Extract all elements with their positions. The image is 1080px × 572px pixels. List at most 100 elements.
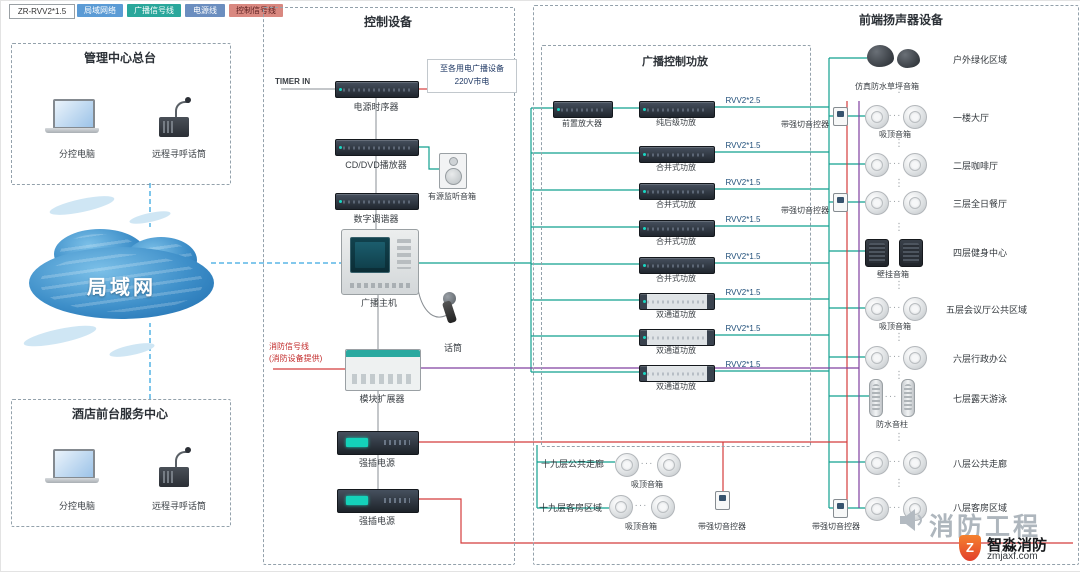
more-speakers-dots: ··· — [888, 158, 902, 169]
wall-speaker-icon — [865, 239, 889, 267]
broadcast-host-label: 广播主机 — [360, 298, 397, 308]
logo-name: 智淼消防 — [987, 537, 1048, 554]
ceiling-speaker-icon — [903, 297, 927, 321]
amp-cable-label: RVV2*1.5 — [725, 215, 761, 224]
fire-signal-line1: 消防信号线 — [269, 342, 309, 351]
broadcast-host-device — [341, 229, 419, 295]
more-speakers-dots: ··· — [888, 196, 902, 207]
more-speakers-dots: ··· — [888, 302, 902, 313]
amp-cable-label: RVV2*1.5 — [725, 324, 761, 333]
amp-device — [639, 146, 715, 163]
more-speakers-dots: ··· — [888, 351, 902, 362]
more-speakers-dots: ··· — [634, 500, 648, 511]
controller-label: 带强切音控器 — [812, 522, 860, 531]
amp-label: 双通道功放 — [656, 382, 696, 391]
power-sequencer-label: 电源时序器 — [353, 102, 399, 112]
amp-device — [639, 293, 715, 310]
ceiling-speaker-icon — [903, 346, 927, 370]
more-dots: ⋮ — [894, 478, 904, 489]
lawn-speaker-label: 仿真防水草坪音箱 — [855, 82, 919, 91]
lan-cloud: 局域网 — [29, 229, 214, 321]
more-dots: ⋮ — [894, 138, 904, 149]
legend-broadcast-line: 广播信号线 — [127, 4, 181, 17]
floor19-rooms-controller-label: 带强切音控器 — [698, 522, 746, 531]
hotel-computer-icon — [45, 449, 99, 483]
module-expander-device — [345, 349, 421, 391]
ceiling-speaker-icon — [865, 153, 889, 177]
monitor-speaker-label: 有源监听音箱 — [428, 192, 476, 201]
legend-power-line: 电源线 — [185, 4, 225, 17]
floor19-rooms-speaker-label: 吸顶音箱 — [625, 522, 657, 531]
priority-power-device-2 — [337, 489, 419, 513]
priority-power-device-1 — [337, 431, 419, 455]
mains-note-line1: 至各用电广播设备 — [440, 64, 504, 73]
volume-controller-icon — [833, 107, 848, 126]
amp-label: 双通道功放 — [656, 346, 696, 355]
column-speaker-icon — [869, 379, 883, 417]
amp-label: 合并式功放 — [656, 237, 696, 246]
amp-device — [639, 220, 715, 237]
amp-label: 合并式功放 — [656, 200, 696, 209]
lan-cloud-label: 局域网 — [87, 277, 156, 299]
mains-note: 至各用电广播设备 220V市电 — [427, 59, 517, 93]
location-label: 二层咖啡厅 — [953, 161, 999, 171]
ceiling-speaker-icon — [903, 105, 927, 129]
digital-tuner-device — [335, 193, 419, 210]
cd-dvd-player-device — [335, 139, 419, 156]
amp-label: 合并式功放 — [656, 163, 696, 172]
speaker-label: 吸顶音箱 — [879, 322, 911, 331]
more-dots: ⋮ — [894, 178, 904, 189]
more-dots: ⋮ — [894, 280, 904, 291]
management-mic-label: 远程寻呼话筒 — [151, 149, 206, 159]
volume-controller-icon — [833, 499, 848, 518]
lawn-speaker-icon — [867, 45, 894, 67]
control-equipment-title: 控制设备 — [363, 15, 412, 29]
amp-cable-label: RVV2*2.5 — [725, 96, 761, 105]
amp-device — [639, 183, 715, 200]
amp-label: 纯后级功放 — [656, 118, 696, 127]
hotel-frontdesk-box — [11, 399, 231, 527]
lawn-speaker-icon — [897, 49, 920, 68]
priority-power-label-1: 强插电源 — [358, 458, 395, 468]
amplifier-box — [541, 45, 811, 447]
ceiling-speaker-icon — [865, 497, 889, 521]
amp-cable-label: RVV2*1.5 — [725, 360, 761, 369]
preamplifier-device — [553, 101, 613, 118]
speaker-label: 防水音柱 — [876, 420, 908, 429]
preamplifier-label: 前置放大器 — [562, 119, 602, 128]
management-center-box — [11, 43, 231, 185]
logo-shield-icon: Z — [959, 535, 981, 561]
watermark-text: 消防工程 — [929, 513, 1042, 541]
location-label: 五层会议厅公共区域 — [946, 305, 1028, 315]
fire-signal-note: 消防信号线 (消防设备提供) — [269, 341, 322, 365]
ceiling-speaker-icon — [615, 453, 639, 477]
ceiling-speaker-icon — [903, 153, 927, 177]
amp-label: 双通道功放 — [656, 310, 696, 319]
ceiling-speaker-icon — [609, 495, 633, 519]
amp-cable-label: RVV2*1.5 — [725, 178, 761, 187]
more-dots: ⋮ — [894, 432, 904, 443]
management-computer-label: 分控电脑 — [58, 149, 95, 159]
more-speakers-dots: ··· — [640, 458, 654, 469]
legend-cable-spec: ZR-RVV2*1.5 — [9, 4, 75, 19]
more-speakers-dots: ··· — [888, 456, 902, 467]
location-label: 七层露天游泳 — [953, 394, 1008, 404]
location-label: 一楼大厅 — [953, 113, 990, 123]
hotel-computer-label: 分控电脑 — [58, 501, 95, 511]
more-dots: ⋮ — [894, 84, 904, 95]
management-computer-icon — [45, 99, 99, 133]
timer-in-label: TIMER IN — [275, 77, 311, 86]
ceiling-speaker-icon — [865, 451, 889, 475]
mains-note-line2: 220V市电 — [454, 76, 490, 86]
amp-cable-label: RVV2*1.5 — [725, 288, 761, 297]
volume-controller-icon — [833, 193, 848, 212]
module-expander-label: 模块扩展器 — [359, 394, 405, 404]
amp-cable-label: RVV2*1.5 — [725, 252, 761, 261]
more-speakers-dots: ··· — [888, 110, 902, 121]
ceiling-speaker-icon — [651, 495, 675, 519]
amp-label: 合并式功放 — [656, 274, 696, 283]
location-label: 六层行政办公 — [953, 354, 1008, 364]
location-label: 八层公共走廊 — [953, 459, 1008, 469]
cd-dvd-player-label: CD/DVD播放器 — [345, 160, 407, 170]
